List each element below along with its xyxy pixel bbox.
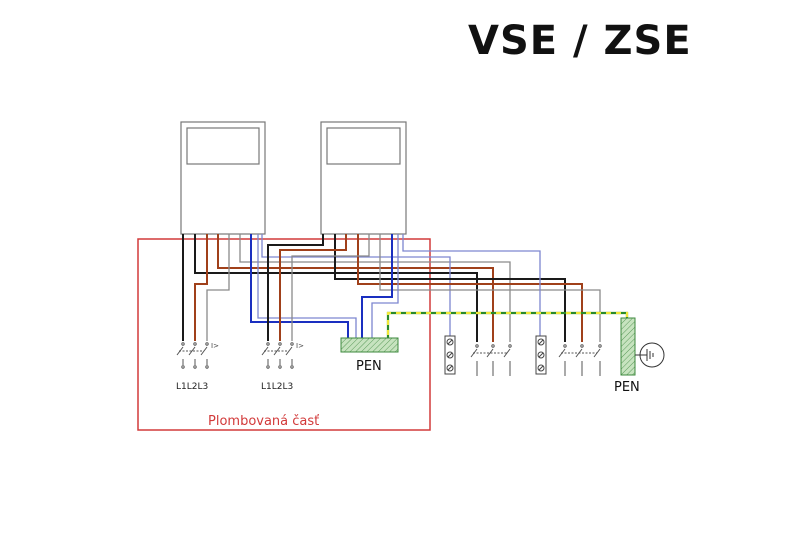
brown-wire [194, 234, 208, 341]
page-title: VSE / ZSE [468, 18, 692, 64]
black-wire [267, 234, 324, 341]
gray-wire [379, 234, 601, 342]
light-blue-wire [402, 234, 541, 336]
ground-icon [635, 342, 665, 368]
sealed-part-label: Plombovaná časť [208, 414, 319, 429]
brown-wire [279, 234, 347, 341]
electricity-meter-1 [180, 121, 266, 235]
light-blue-wire [257, 234, 357, 345]
pen-label-left: PEN [356, 359, 382, 374]
meter-display [186, 127, 260, 165]
brown-wire [217, 234, 494, 342]
light-blue-wire [371, 234, 399, 345]
terminal-block-2 [535, 335, 547, 375]
phase-labels-2: L1L2L3 [261, 382, 293, 392]
electricity-meter-2 [320, 121, 407, 235]
phase-labels-1: L1L2L3 [176, 382, 208, 392]
blue-wire [250, 234, 349, 345]
gray-wire [239, 234, 511, 342]
overcurrent-label-1: I> [211, 342, 219, 350]
blue-wire [361, 234, 393, 345]
gray-wire [291, 234, 370, 341]
circuit-breaker-2 [261, 342, 294, 369]
pen-bar-right [620, 317, 636, 376]
main-switch-1 [470, 344, 512, 376]
main-switch-2 [558, 344, 602, 376]
gray-wire [206, 234, 230, 341]
circuit-breaker-1 [176, 342, 209, 369]
pen-bar-left [340, 337, 399, 353]
earth-wire [386, 311, 629, 345]
pen-label-right: PEN [614, 380, 640, 395]
light-blue-wire [261, 234, 451, 336]
terminal-block-1 [444, 335, 456, 375]
overcurrent-label-2: I> [296, 342, 304, 350]
sealed-area-border [137, 238, 431, 431]
meter-display [326, 127, 401, 165]
